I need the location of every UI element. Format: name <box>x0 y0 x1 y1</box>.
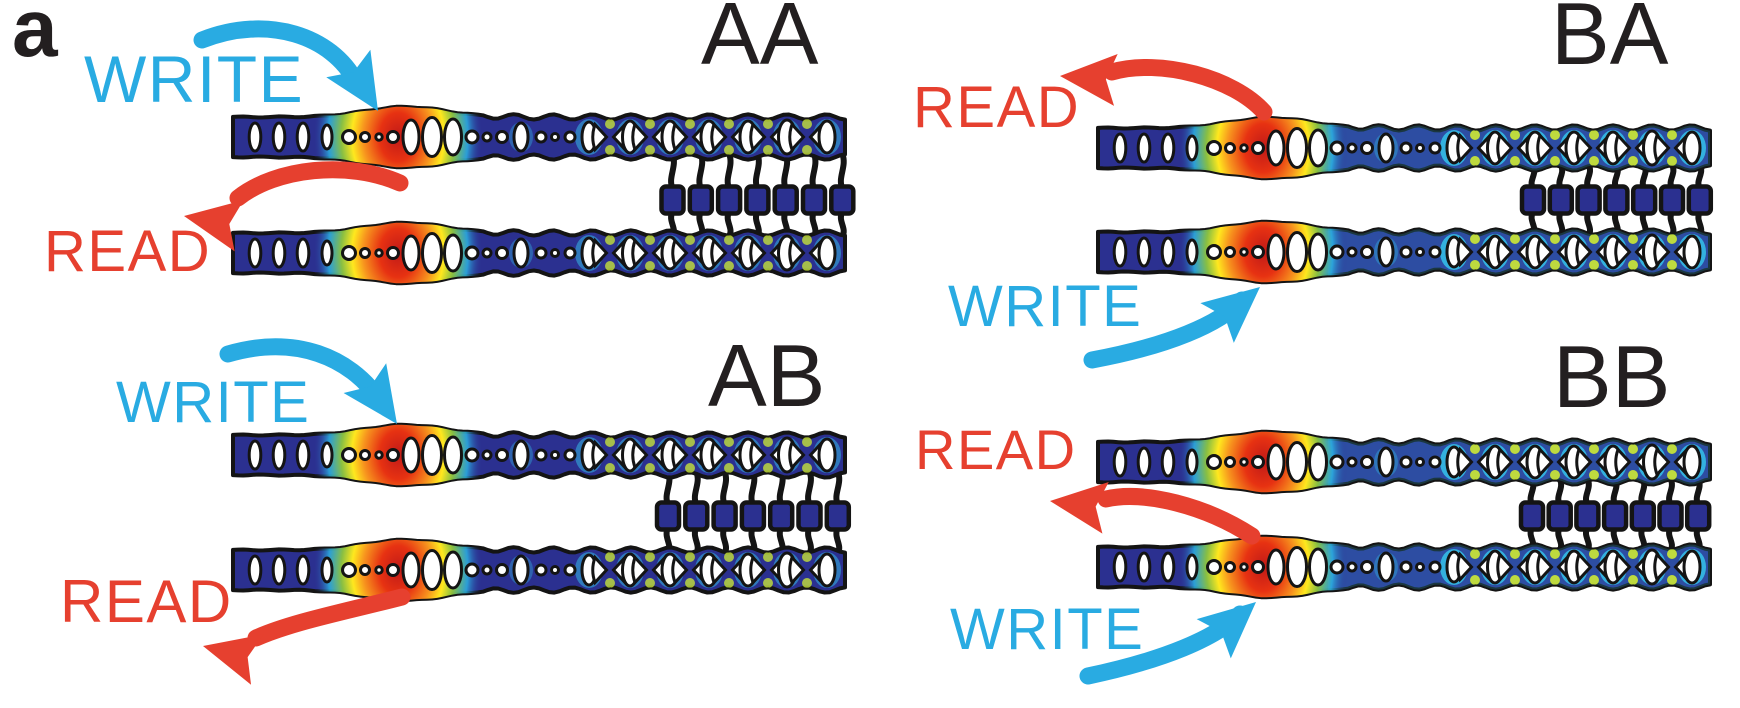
panel-structure-BB <box>1050 429 1712 685</box>
coupler-mass <box>1686 184 1714 216</box>
read-arrow-BA <box>1060 53 1273 121</box>
coupler-ladder <box>1518 476 1712 553</box>
coupler-mass <box>659 184 686 216</box>
panel-structure-AB <box>203 338 852 685</box>
write-arrow-AA <box>193 20 378 111</box>
coupler-mass <box>1684 500 1712 532</box>
coupler-mass <box>1546 500 1573 532</box>
coupler-mass <box>1519 184 1547 216</box>
waveguide-strip <box>1096 534 1712 600</box>
coupler-mass <box>654 500 682 532</box>
write-arrow-AB <box>219 338 397 424</box>
figure-letter-label: a <box>12 0 58 74</box>
coupler-mass <box>1518 500 1546 532</box>
write-arrow-BA <box>1083 287 1260 369</box>
read-arrow-AB <box>203 588 411 685</box>
waveguide-strip <box>231 422 847 488</box>
coupler-mass <box>687 184 715 216</box>
coupler-mass <box>1575 184 1602 216</box>
coupler-mass <box>1629 500 1657 532</box>
coupler-mass <box>824 500 852 532</box>
coupler-mass <box>1658 184 1686 216</box>
panel-structure-BA <box>1060 53 1714 369</box>
coupler-mass <box>744 184 771 216</box>
coupler-mass <box>1574 500 1601 532</box>
coupler-ladder <box>654 469 852 556</box>
coupler-mass <box>1601 500 1629 532</box>
coupler-mass <box>1657 500 1684 532</box>
waveguide-strip <box>1096 115 1712 181</box>
coupler-mass <box>1603 184 1630 216</box>
write-arrow-BB <box>1079 602 1256 685</box>
coupler-mass <box>715 184 743 216</box>
coupler-mass <box>796 500 823 532</box>
coupler-mass <box>767 500 795 532</box>
coupler-mass <box>829 184 856 216</box>
coupler-mass <box>683 500 710 532</box>
waveguide-strip <box>231 220 847 286</box>
coupler-mass <box>1547 184 1575 216</box>
coupler-mass <box>739 500 767 532</box>
panel-structure-AA <box>184 20 856 286</box>
waveguide-strip <box>231 537 847 603</box>
waveguide-strip <box>1096 429 1712 495</box>
read-arrow-BB <box>1050 482 1261 545</box>
coupler-mass <box>800 184 828 216</box>
waveguide-strip <box>231 104 847 170</box>
coupler-mass <box>711 500 738 532</box>
coupler-mass <box>772 184 799 216</box>
coupler-mass <box>1630 184 1658 216</box>
coupler-ladder <box>1519 162 1714 238</box>
coupler-ladder <box>659 151 856 239</box>
read-arrow-AA <box>184 161 409 252</box>
